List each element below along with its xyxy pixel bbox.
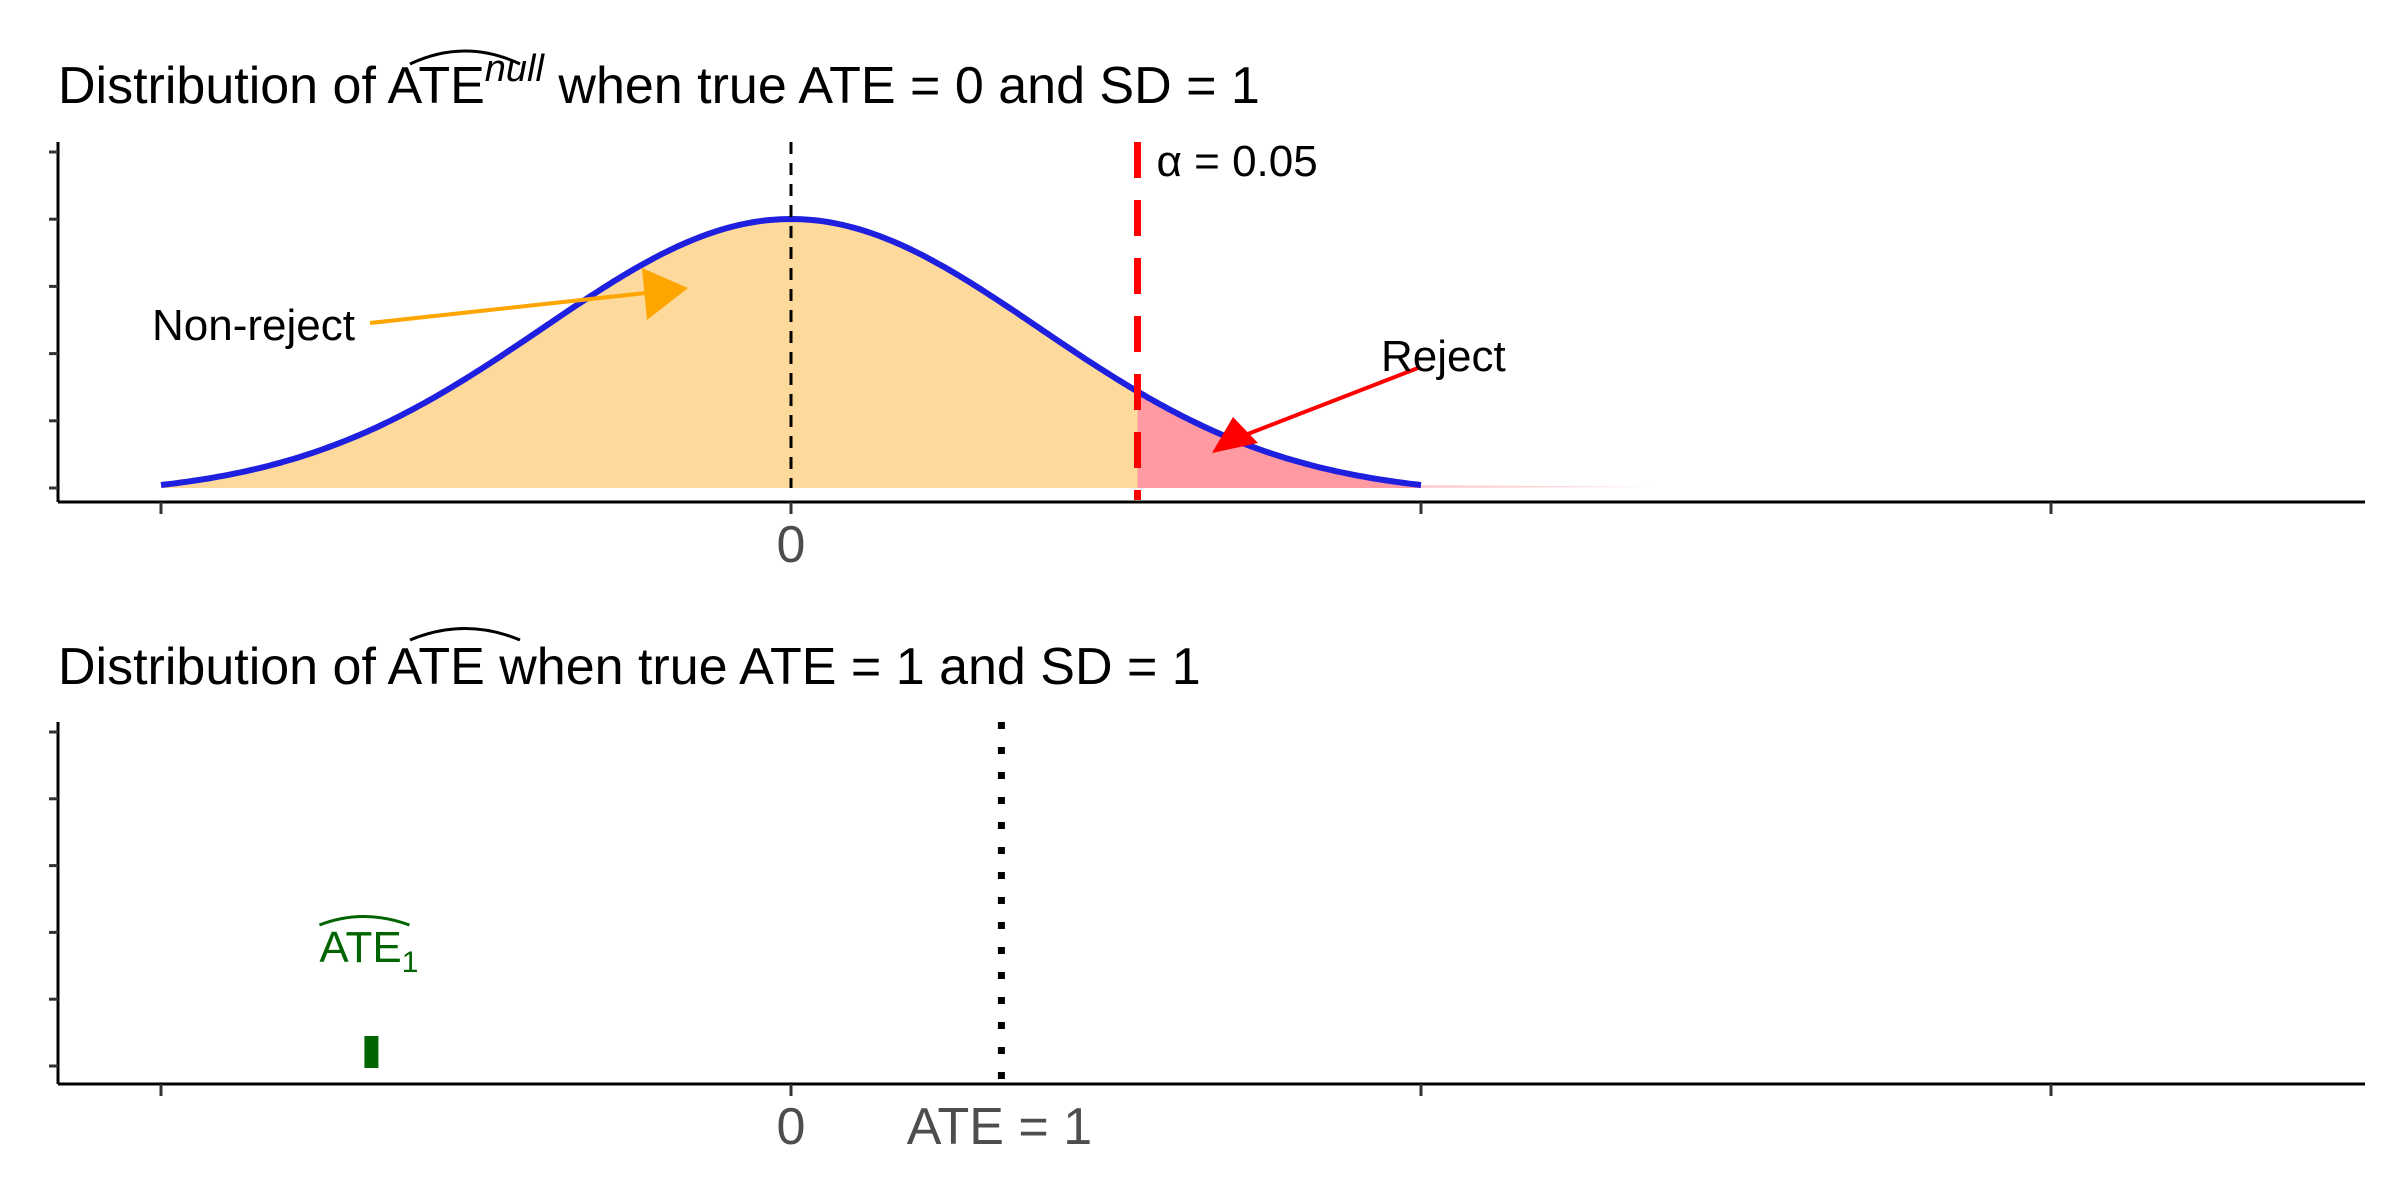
ate-estimate-point bbox=[364, 1036, 379, 1068]
reject-label: Reject bbox=[1381, 332, 1506, 381]
panel-2-title-symbol: ATE bbox=[388, 638, 485, 696]
null-density-curve bbox=[160, 216, 1422, 488]
true-ate-label: ATE = 1 bbox=[907, 1098, 1092, 1156]
non-reject-region bbox=[161, 219, 1138, 488]
reject-tail-fade bbox=[1421, 485, 1651, 488]
panel-alt-distribution: Distribution of ATE when true ATE = 1 an… bbox=[49, 627, 2365, 1156]
panel-null-distribution: Distribution of ATEnull when true ATE = … bbox=[49, 48, 2365, 574]
ate-estimate-label-base: ATE bbox=[319, 923, 401, 972]
ate-estimate-label-subscript: 1 bbox=[402, 946, 419, 979]
panel-1-title-prefix: Distribution of bbox=[58, 57, 388, 115]
panel-2-points: ATE1 bbox=[318, 915, 418, 1068]
panel-1-title: Distribution of ATEnull when true ATE = … bbox=[58, 48, 1260, 115]
panel-2-axes bbox=[49, 722, 2365, 1086]
non-reject-arrowhead bbox=[642, 268, 688, 320]
panel-2-title-hat bbox=[409, 627, 521, 642]
panel-2-title: Distribution of ATE when true ATE = 1 an… bbox=[58, 638, 1201, 696]
panel-1-title-symbol: ATE bbox=[388, 57, 485, 115]
panel-2-title-prefix: Distribution of bbox=[58, 638, 388, 696]
reject-arrow bbox=[1239, 366, 1419, 439]
panel-2-x-ticks: 0 bbox=[159, 1084, 2053, 1156]
panel-1-x-ticks: 0 bbox=[159, 502, 2053, 574]
reject-arrowhead bbox=[1212, 417, 1258, 453]
ate-estimate-label: ATE1 bbox=[319, 923, 418, 979]
ate-estimate-hat bbox=[318, 915, 410, 927]
panel-1-axes bbox=[49, 142, 2365, 504]
x-tick-label: 0 bbox=[777, 1098, 806, 1156]
panel-2-title-suffix: when true ATE = 1 and SD = 1 bbox=[485, 638, 1201, 696]
alpha-label: α = 0.05 bbox=[1157, 137, 1318, 186]
reject-region bbox=[1137, 391, 1421, 488]
non-reject-arrow bbox=[369, 290, 656, 325]
panel-1-title-hat bbox=[409, 49, 521, 66]
panel-1-title-suffix: when true ATE = 0 and SD = 1 bbox=[544, 57, 1260, 115]
panel-1-regions bbox=[161, 219, 1421, 488]
non-reject-label: Non-reject bbox=[152, 301, 355, 350]
x-tick-label: 0 bbox=[777, 516, 806, 574]
